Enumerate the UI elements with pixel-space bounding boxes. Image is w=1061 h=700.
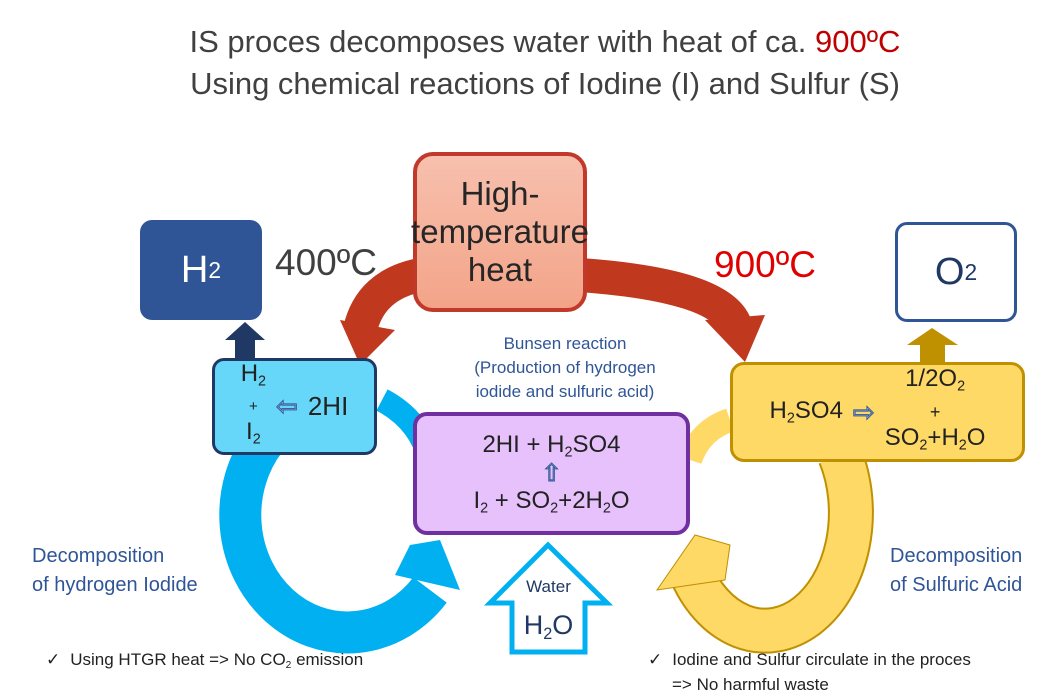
- bunsen-reaction-box: 2HI + H2SO4 ⇧ I2 + SO2+2H2O: [413, 412, 690, 535]
- high-temperature-heat-box: High-temperature heat: [411, 152, 589, 312]
- h2-up-arrow: [225, 322, 265, 360]
- hi-cycle-arrowhead: [395, 540, 460, 590]
- bullet-no-waste: ✓Iodine and Sulfur circulate in the proc…: [648, 650, 971, 694]
- water-formula: H2O: [523, 610, 574, 643]
- hi-decomposition-box: H2+I2 ⇦ 2HI: [212, 358, 377, 455]
- title-line-2: Using chemical reactions of Iodine (I) a…: [190, 66, 900, 101]
- left-arrow-icon: ⇦: [276, 391, 299, 422]
- water-arrow: [483, 541, 614, 655]
- temp-400: 400ºC: [275, 242, 377, 283]
- bullet-no-co2: ✓Using HTGR heat => No CO2 emission: [46, 650, 364, 672]
- up-arrow-icon: ⇧: [541, 459, 562, 487]
- title-line-1: IS proces decomposes water with heat of …: [189, 24, 901, 59]
- water-label: Water: [526, 577, 571, 596]
- hi-cycle-arrow: [219, 427, 447, 654]
- heat-arrow-left: [343, 258, 424, 335]
- so4-cycle-arrowhead: [655, 534, 731, 591]
- right-arrow-icon: ⇨: [852, 396, 875, 427]
- o2-up-arrow: [907, 328, 958, 362]
- heat-arrow-right: [578, 258, 751, 333]
- temp-900: 900ºC: [714, 244, 816, 285]
- so4-decomposition-box: H2SO4 ⇨ 1/2O2+SO2+H2O: [730, 362, 1025, 462]
